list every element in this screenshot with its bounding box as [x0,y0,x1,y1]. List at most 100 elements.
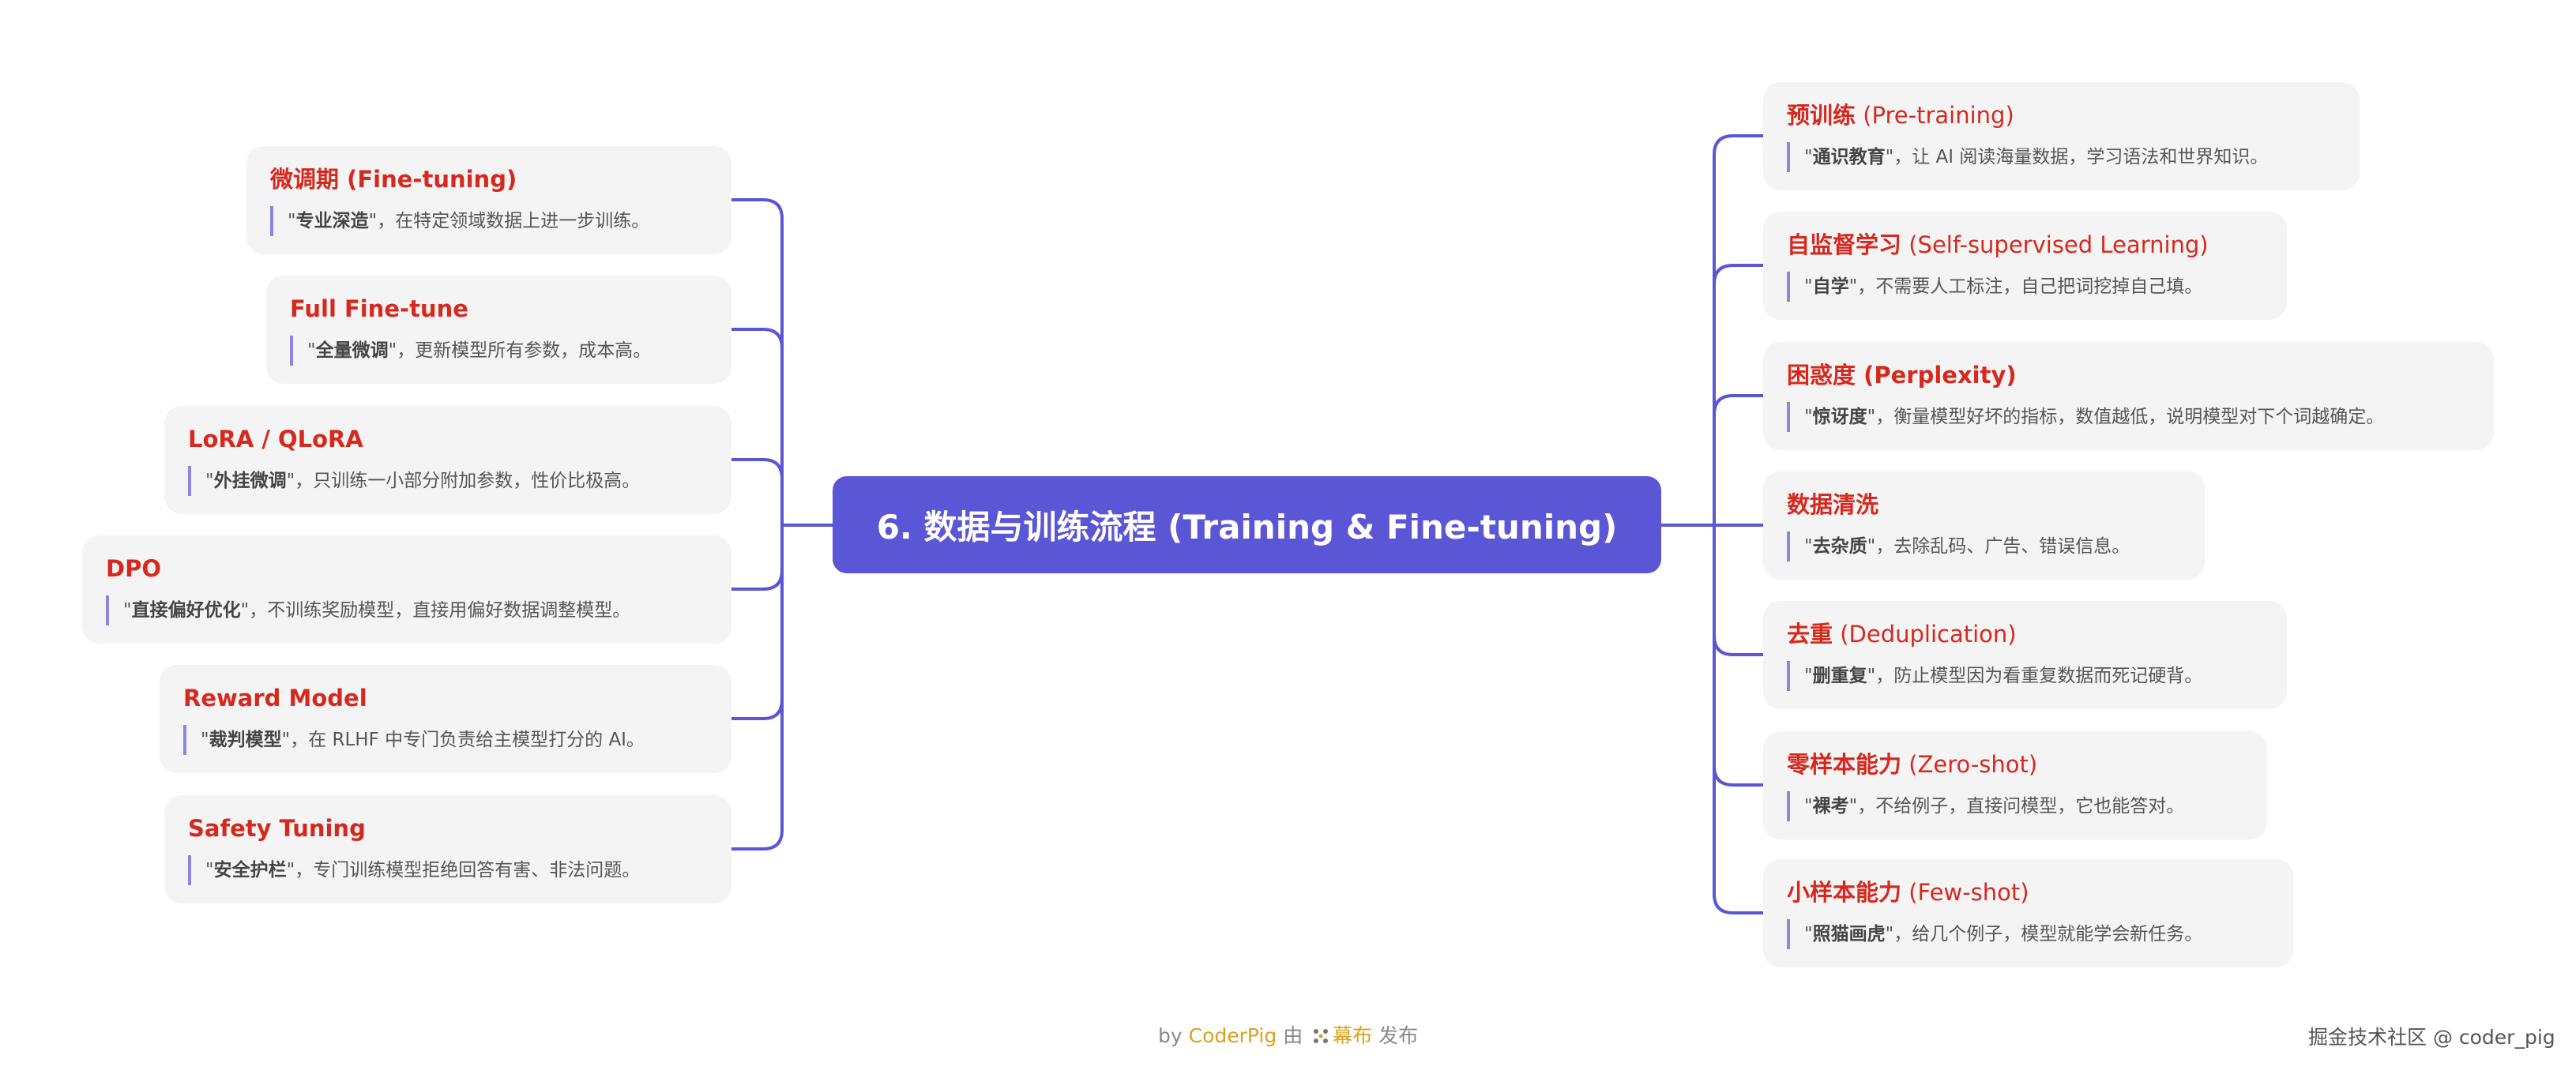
watermark: 掘金技术社区 @ coder_pig [2308,1026,2555,1049]
node-title-main: 去重 [1787,621,1833,648]
branch-line [731,458,784,525]
node-title: Safety Tuning [188,813,708,844]
branch-line [1713,525,1763,656]
node-title: LoRA / QLoRA [188,423,708,455]
node-desc-text: ，更新模型所有参数，成本高。 [397,340,652,361]
node-desc-text: ，给几个例子，模型就能学会新任务。 [1893,924,2203,944]
node-title-sub: (Deduplication) [1833,621,2017,648]
node-description: "删重复"，防止模型因为看重复数据而死记硬背。 [1787,661,2263,691]
branch-line [731,328,784,525]
footer-end: 发布 [1372,1024,1419,1047]
node-description: "直接偏好优化"，不训练奖励模型，直接用偏好数据调整模型。 [106,595,708,625]
node-title-main: 困惑度 [1787,362,1856,389]
right-node[interactable]: 预训练 (Pre-training) "通识教育"，让 AI 阅读海量数据，学习语… [1763,82,2360,190]
node-desc-text: ，让 AI 阅读海量数据，学习语法和世界知识。 [1893,147,2269,167]
right-node[interactable]: 零样本能力 (Zero-shot) "裸考"，不给例子，直接问模型，它也能答对。 [1763,731,2267,839]
node-title-sub: (Pre-training) [1856,102,2014,129]
node-desc-text: ，不给例子，直接问模型，它也能答对。 [1857,796,2185,817]
node-title-main: 数据清洗 [1787,491,1879,518]
node-title-main: 自监督学习 [1787,231,1902,258]
footer-by: by [1158,1024,1189,1047]
mubu-logo-icon [1314,1029,1329,1043]
node-title: 自监督学习 (Self-supervised Learning) [1787,229,2263,261]
node-desc-text: ，专门训练模型拒绝回答有害、非法问题。 [295,860,641,881]
branch-line [731,198,784,525]
left-node[interactable]: DPO "直接偏好优化"，不训练奖励模型，直接用偏好数据调整模型。 [82,535,731,644]
node-desc-text: ，防止模型因为看重复数据而死记硬背。 [1875,666,2203,686]
node-term: 全量微调 [315,340,389,361]
node-desc-text: ，去除乱码、广告、错误信息。 [1875,536,2130,557]
node-title-main: Reward Model [183,685,367,712]
footer-credit: by CoderPig 由 幕布 发布 [1158,1020,1418,1049]
branch-line [1713,264,1763,525]
node-title-main: 零样本能力 [1787,751,1902,778]
left-node[interactable]: Safety Tuning "安全护栏"，专门训练模型拒绝回答有害、非法问题。 [164,795,731,903]
node-title-main: 小样本能力 [1787,879,1902,906]
branch-line [1713,525,1763,914]
branch-line [1713,134,1763,525]
node-term: 删重复 [1812,666,1867,686]
left-node[interactable]: LoRA / QLoRA "外挂微调"，只训练一小部分附加参数，性价比极高。 [164,406,731,514]
node-description: "自学"，不需要人工标注，自己把词挖掉自己填。 [1787,272,2263,302]
left-node[interactable]: Full Fine-tune "全量微调"，更新模型所有参数，成本高。 [266,276,731,384]
node-description: "外挂微调"，只训练一小部分附加参数，性价比极高。 [188,466,708,496]
right-node[interactable]: 困惑度 (Perplexity) "惊讶度"，衡量模型好坏的指标，数值越低，说明模… [1763,342,2494,450]
node-desc-text: ，只训练一小部分附加参数，性价比极高。 [295,471,641,491]
node-term: 通识教育 [1812,147,1886,167]
node-description: "去杂质"，去除乱码、广告、错误信息。 [1787,531,2181,561]
node-title: 困惑度 (Perplexity) [1787,359,2470,391]
left-node[interactable]: Reward Model "裁判模型"，在 RLHF 中专门负责给主模型打分的 A… [160,665,731,773]
node-desc-text: ，衡量模型好坏的指标，数值越低，说明模型对下个词越确定。 [1875,407,2385,427]
node-title-main: Safety Tuning [188,815,366,842]
node-term: 自学 [1812,276,1849,297]
node-title-main: 微调期 [270,166,340,193]
branch-line [1713,394,1763,525]
node-description: "裁判模型"，在 RLHF 中专门负责给主模型打分的 AI。 [183,725,708,755]
node-desc-text: ，在特定领域数据上进一步训练。 [377,211,650,231]
node-title: 预训练 (Pre-training) [1787,100,2336,131]
node-title-sub: (Fine-tuning) [339,166,517,193]
node-desc-text: ，不训练奖励模型，直接用偏好数据调整模型。 [249,600,631,621]
node-title: 零样本能力 (Zero-shot) [1787,749,2243,780]
node-description: "安全护栏"，专门训练模型拒绝回答有害、非法问题。 [188,855,708,885]
node-title-sub: (Few-shot) [1901,879,2029,906]
node-title-main: DPO [106,555,161,582]
node-term: 专业深造 [295,211,369,231]
node-description: "裸考"，不给例子，直接问模型，它也能答对。 [1787,791,2243,821]
node-description: "照猫画虎"，给几个例子，模型就能学会新任务。 [1787,919,2270,949]
node-title-main: Full Fine-tune [290,295,468,322]
node-title: 数据清洗 [1787,489,2181,520]
branch-line [731,525,784,851]
right-node[interactable]: 去重 (Deduplication) "删重复"，防止模型因为看重复数据而死记硬背… [1763,601,2287,709]
node-title: 去重 (Deduplication) [1787,618,2263,650]
central-topic[interactable]: 6. 数据与训练流程 (Training & Fine-tuning) [833,476,1661,573]
node-title: DPO [106,553,708,584]
node-title-main: LoRA / QLoRA [188,426,363,453]
right-node[interactable]: 数据清洗 "去杂质"，去除乱码、广告、错误信息。 [1763,471,2205,580]
right-node[interactable]: 自监督学习 (Self-supervised Learning) "自学"，不需要… [1763,212,2287,320]
node-description: "惊讶度"，衡量模型好坏的指标，数值越低，说明模型对下个词越确定。 [1787,402,2470,432]
node-term: 裁判模型 [209,730,282,750]
footer-author-link[interactable]: CoderPig [1188,1024,1277,1047]
node-title: Full Fine-tune [290,293,708,325]
node-term: 去杂质 [1812,536,1867,557]
node-title-sub: (Zero-shot) [1901,751,2038,778]
left-node[interactable]: 微调期 (Fine-tuning) "专业深造"，在特定领域数据上进一步训练。 [246,146,731,254]
footer-brand-link[interactable]: 幕布 [1333,1024,1373,1047]
node-description: "通识教育"，让 AI 阅读海量数据，学习语法和世界知识。 [1787,142,2336,172]
node-title-sub: (Perplexity) [1856,362,2017,389]
branch-line [731,525,784,720]
node-description: "全量微调"，更新模型所有参数，成本高。 [290,336,708,366]
node-desc-text: ，在 RLHF 中专门负责给主模型打分的 AI。 [290,730,645,750]
node-term: 照猫画虎 [1812,924,1886,944]
node-title: Reward Model [183,682,708,714]
node-term: 裸考 [1812,796,1849,817]
node-title-main: 预训练 [1787,102,1856,129]
node-title: 小样本能力 (Few-shot) [1787,877,2270,908]
right-node[interactable]: 小样本能力 (Few-shot) "照猫画虎"，给几个例子，模型就能学会新任务。 [1763,859,2293,967]
node-description: "专业深造"，在特定领域数据上进一步训练。 [270,206,708,236]
node-title-sub: (Self-supervised Learning) [1901,231,2209,258]
node-term: 外挂微调 [213,471,287,491]
node-desc-text: ，不需要人工标注，自己把词挖掉自己填。 [1857,276,2203,297]
